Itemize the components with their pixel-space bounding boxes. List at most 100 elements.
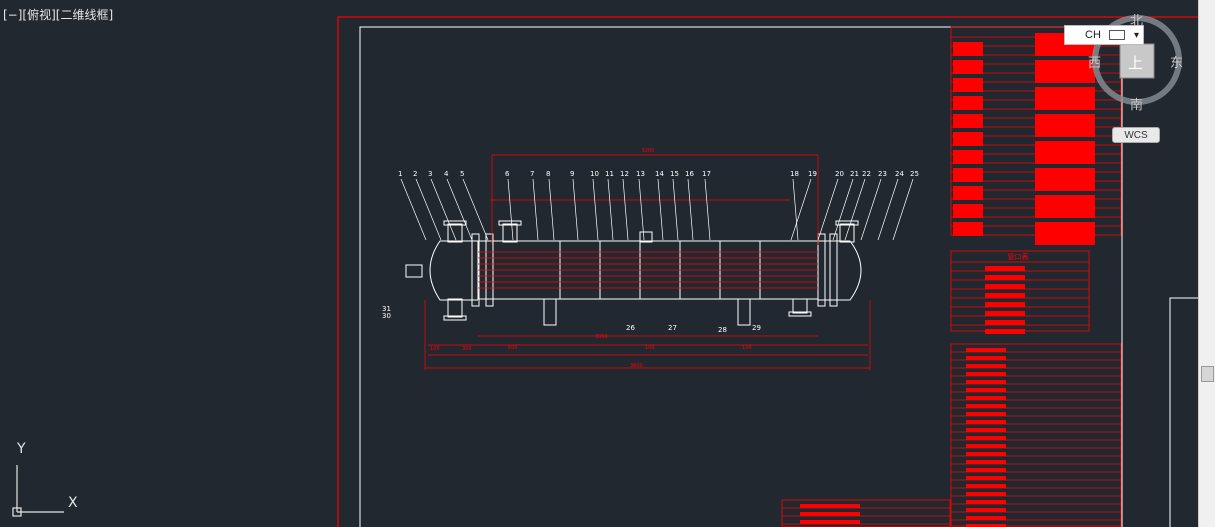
table-text-block <box>1035 195 1095 218</box>
table-text-block <box>985 302 1025 307</box>
table-text-block <box>966 388 1006 392</box>
table-text-block <box>966 500 1006 504</box>
table-text-block <box>966 452 1006 456</box>
table-text-block <box>966 380 1006 384</box>
balloon-label: 7 <box>530 170 534 178</box>
viewcube-east[interactable]: 东 <box>1170 56 1184 71</box>
viewport-controls-label[interactable]: [−][俯视][二维线框] <box>3 8 114 22</box>
keyboard-icon <box>1108 30 1125 40</box>
table-text-block <box>966 524 1006 527</box>
balloon-label: 1 <box>398 170 402 178</box>
table-text-block <box>966 372 1006 376</box>
balloon-label: 4 <box>444 170 449 178</box>
nozzle-table-title: 管口表 <box>1008 252 1029 261</box>
balloon-label: 2 <box>413 170 417 178</box>
heat-exchanger-drawing <box>405 220 862 326</box>
balloon-label: 21 <box>850 170 859 178</box>
ime-menu-icon[interactable]: ▾ <box>1133 29 1139 41</box>
balloon-label: 27 <box>668 324 677 332</box>
viewcube-ring <box>1092 15 1182 105</box>
balloon-label: 8 <box>546 170 550 178</box>
balloon-label: 28 <box>718 326 727 334</box>
table-text-block <box>953 42 983 56</box>
balloon-leader <box>622 178 629 241</box>
table-text-block <box>1035 141 1095 164</box>
balloon-leader <box>638 178 645 241</box>
balloon-leader <box>657 178 664 241</box>
balloon-leader <box>892 178 914 241</box>
table-text-block <box>966 516 1006 520</box>
dimension-label: 300 <box>462 346 472 352</box>
balloon-label: 6 <box>505 170 510 178</box>
table-text-block <box>953 132 983 146</box>
balloon-label: 12 <box>620 170 629 178</box>
balloon-leader <box>792 178 799 241</box>
scrollbar-thumb[interactable] <box>1201 366 1214 382</box>
table-text-block <box>953 78 983 92</box>
table-text-block <box>953 60 983 74</box>
ucs-y-label: Y <box>17 441 26 457</box>
wcs-label: WCS <box>1124 129 1148 141</box>
balloon-label: 29 <box>752 324 761 332</box>
balloon-leader <box>687 178 694 241</box>
viewcube[interactable] <box>1092 15 1182 105</box>
top-dimension-label: 3200 <box>642 148 655 154</box>
table-text-block <box>966 492 1006 496</box>
viewcube-north[interactable]: 北 <box>1130 14 1144 29</box>
balloon-label: 20 <box>835 170 844 178</box>
title-block <box>781 499 951 527</box>
balloon-label: 22 <box>862 170 871 178</box>
balloon-leader <box>507 178 514 241</box>
wcs-menu[interactable]: WCS <box>1112 127 1160 143</box>
table-text-block <box>953 114 983 128</box>
balloon-label: 19 <box>808 170 817 178</box>
balloon-label: 25 <box>910 170 919 178</box>
balloon-label: 15 <box>670 170 679 178</box>
ime-indicator[interactable]: CH ▾ <box>1064 25 1144 45</box>
table-text-block <box>966 420 1006 424</box>
dimension-label: 600 <box>508 345 518 351</box>
table-text-block <box>966 468 1006 472</box>
table-text-block <box>966 508 1006 512</box>
table-text-block <box>1035 60 1095 83</box>
balloon-label: 5 <box>460 170 464 178</box>
table-text-block <box>953 186 983 200</box>
viewcube-top-face <box>1119 43 1155 79</box>
balloon-leader <box>790 178 812 241</box>
balloon-leader <box>446 178 473 241</box>
table-text-block <box>800 504 860 508</box>
adjacent-sheet-edge <box>1169 297 1198 527</box>
balloon-leader <box>607 178 614 241</box>
balloon-leader <box>415 178 442 241</box>
dimension-label: 3050 <box>595 334 608 340</box>
table-text-block <box>966 444 1006 448</box>
table-text-block <box>953 150 983 164</box>
viewcube-south[interactable]: 南 <box>1130 98 1144 113</box>
viewcube-top-label[interactable]: 上 <box>1128 54 1144 72</box>
table-text-block <box>985 284 1025 289</box>
balloon-label: 31 <box>382 305 391 313</box>
table-text-block <box>966 460 1006 464</box>
ime-language: CH <box>1085 29 1101 41</box>
table-text-block <box>966 348 1006 352</box>
dimension-label: 3600 <box>630 363 643 369</box>
vertical-scrollbar[interactable] <box>1198 0 1215 527</box>
balloon-label: 17 <box>702 170 711 178</box>
dimension-label: 100 <box>430 346 440 352</box>
right-channel-head <box>818 240 862 301</box>
balloon-leader <box>672 178 679 241</box>
balloon-leaders <box>400 178 914 241</box>
balloon-label: 16 <box>685 170 694 178</box>
balloon-label: 3 <box>428 170 432 178</box>
table-text-block <box>966 364 1006 368</box>
tube-bundle <box>478 251 818 289</box>
viewcube-west[interactable]: 西 <box>1088 56 1102 71</box>
balloon-label: 23 <box>878 170 887 178</box>
table-text-block <box>966 428 1006 432</box>
table-text-block <box>985 311 1025 316</box>
viewcube-labels[interactable]: 北 西 东 南 上 <box>1088 14 1184 113</box>
table-text-block <box>966 404 1006 408</box>
table-text-block <box>966 396 1006 400</box>
balloon-leader <box>860 178 882 241</box>
